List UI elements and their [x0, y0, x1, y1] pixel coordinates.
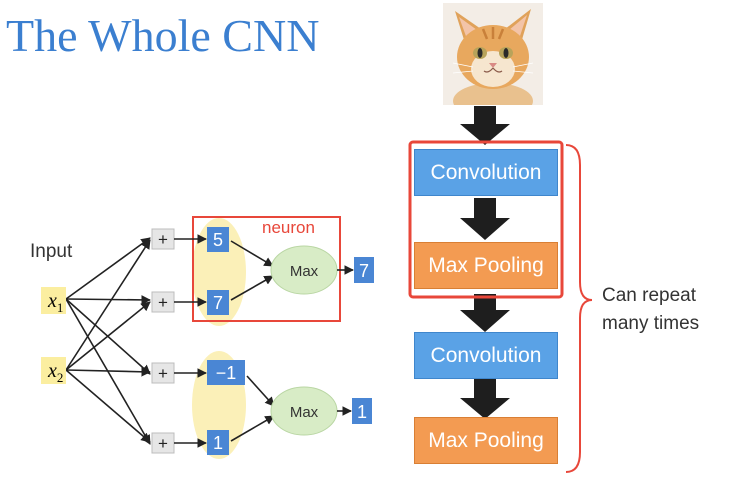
- input-x2-label: x2: [47, 360, 63, 385]
- flow-step-max-pooling-1: Max Pooling: [414, 242, 558, 289]
- flow-arrow-4: [460, 378, 510, 419]
- input-box-x1: [41, 287, 66, 314]
- flow-arrow-3: [460, 294, 510, 332]
- input-box-x2: [41, 357, 66, 384]
- flow-step-convolution-1: Convolution: [414, 149, 558, 196]
- plus-nodes: + + + +: [151, 228, 175, 454]
- output-value-2: 1: [357, 402, 367, 422]
- sum-arrows: [174, 234, 207, 448]
- cat-image: [443, 3, 543, 105]
- output-box-1: [354, 257, 374, 283]
- output-arrows: [337, 265, 354, 416]
- flow-arrows: [460, 106, 510, 419]
- neuron-label: neuron: [262, 218, 315, 237]
- sum-box-3: [207, 360, 245, 385]
- sum-box-4: [207, 430, 229, 455]
- sum-values: 5 7 −1 1: [207, 227, 245, 455]
- max-label-2: Max: [290, 404, 319, 421]
- flow-arrow-1: [460, 106, 510, 145]
- max-arrows: [230, 240, 275, 442]
- input-connections: [65, 237, 151, 445]
- flow-step-max-pooling-2: Max Pooling: [414, 417, 558, 464]
- neuron-box: [192, 216, 341, 322]
- repeat-brace: [565, 144, 593, 473]
- svg-text:+: +: [158, 364, 168, 383]
- page-title: The Whole CNN: [6, 10, 320, 61]
- svg-text:+: +: [158, 293, 168, 312]
- max-label-1: Max: [290, 263, 319, 280]
- svg-text:−1: −1: [216, 363, 237, 383]
- output-value-1: 7: [359, 261, 369, 281]
- repeat-annotation: Can repeat many times: [602, 282, 699, 338]
- input-x1-label: x1: [47, 290, 63, 315]
- sum-box-2: [207, 290, 229, 315]
- flow-arrow-2: [460, 198, 510, 240]
- output-box-2: [352, 398, 372, 424]
- flow-step-convolution-2: Convolution: [414, 332, 558, 379]
- svg-text:+: +: [158, 434, 168, 453]
- repeat-highlight-box: [408, 140, 564, 299]
- repeat-line-2: many times: [602, 313, 700, 334]
- svg-text:1: 1: [213, 433, 223, 453]
- svg-text:5: 5: [213, 230, 223, 250]
- svg-text:7: 7: [213, 293, 223, 313]
- sum-box-1: [207, 227, 229, 252]
- repeat-line-1: Can repeat: [602, 285, 697, 306]
- svg-text:+: +: [158, 230, 168, 249]
- input-label: Input: [30, 241, 73, 262]
